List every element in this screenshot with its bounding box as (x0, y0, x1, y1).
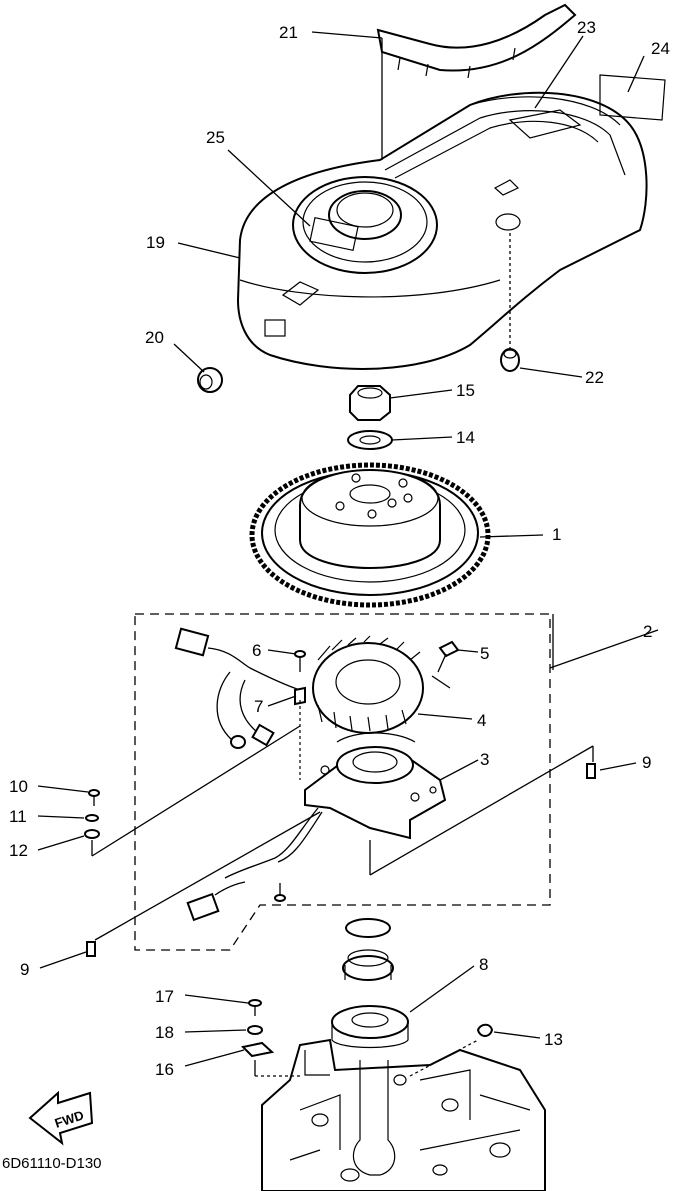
washer-12 (84, 829, 100, 839)
callout-20: 20 (145, 328, 164, 347)
callout-3: 3 (480, 750, 489, 769)
flywheel-cover (236, 74, 666, 370)
callout-4: 4 (477, 711, 486, 730)
callout-10: 10 (9, 777, 28, 796)
callout-9-right: 9 (642, 753, 651, 772)
washer (347, 430, 393, 450)
plate-8 (331, 1005, 409, 1049)
callout-25: 25 (206, 128, 225, 147)
callout-12: 12 (9, 841, 28, 860)
callout-16: 16 (155, 1060, 174, 1079)
leader-lines (37, 31, 659, 1077)
callout-14: 14 (456, 428, 475, 447)
label-24 (599, 74, 666, 121)
drive-gear-stack (342, 918, 394, 981)
callout-15: 15 (456, 381, 475, 400)
forward-direction-arrow: FWD (28, 1090, 94, 1146)
clamp-16 (240, 1041, 275, 1058)
callout-21: 21 (279, 23, 298, 42)
callout-17: 17 (155, 987, 174, 1006)
assembly-box-2 (134, 613, 551, 951)
callout-1: 1 (552, 525, 561, 544)
screw-6 (294, 650, 306, 672)
callout-18: 18 (155, 1023, 174, 1042)
callout-24: 24 (651, 39, 670, 58)
dowel-pin-9-right (586, 763, 596, 779)
grommet-22 (500, 348, 520, 372)
woodruff-key-13 (476, 1023, 494, 1037)
flywheel-nut (349, 385, 391, 421)
engine-block (261, 1038, 546, 1191)
washer-18 (247, 1025, 263, 1035)
callout-22: 22 (585, 368, 604, 387)
callout-23: 23 (577, 18, 596, 37)
screw-17 (248, 999, 262, 1016)
stator-coil (312, 635, 424, 734)
stator-base (186, 732, 447, 922)
callout-5: 5 (480, 644, 489, 663)
screw-5 (437, 640, 460, 673)
callout-6: 6 (252, 641, 261, 660)
callout-19: 19 (146, 233, 165, 252)
dowel-pin-9-left (86, 941, 96, 957)
flywheel-rotor (249, 462, 491, 608)
callout-7: 7 (254, 697, 263, 716)
callout-9-left: 9 (20, 960, 29, 979)
clamp-7 (294, 686, 306, 706)
drawing-code: 6D61110-D130 (2, 1155, 102, 1172)
bolt-10 (88, 789, 100, 806)
washer-11 (85, 814, 99, 822)
stator-wire-harness (174, 627, 301, 749)
callout-numbers: 21 23 24 25 19 20 22 15 14 1 2 6 5 7 4 3… (2, 18, 670, 1172)
callout-2: 2 (643, 622, 652, 641)
callout-8: 8 (479, 955, 488, 974)
top-trim-strip (376, 3, 577, 79)
callout-13: 13 (544, 1030, 563, 1049)
callout-11: 11 (9, 807, 27, 826)
grommet-20 (197, 367, 223, 393)
